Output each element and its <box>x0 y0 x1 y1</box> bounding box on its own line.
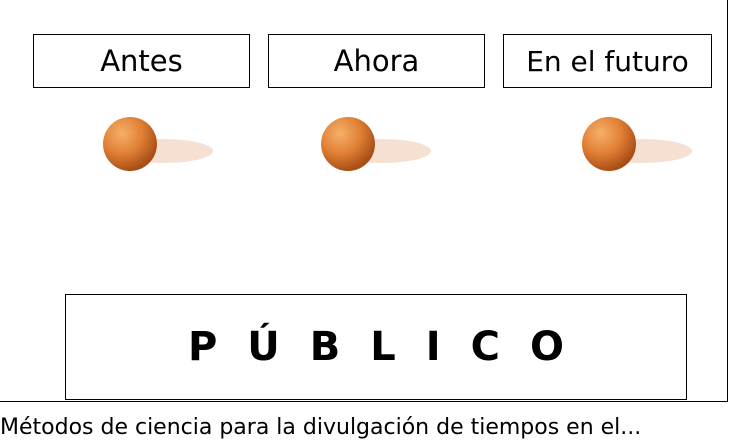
diagram-frame: Antes Ahora En el futuro PÚBLICO <box>0 0 728 402</box>
label-ahora: Ahora <box>268 34 485 88</box>
label-antes-text: Antes <box>100 44 183 78</box>
ball-antes <box>103 117 213 171</box>
publico-box: PÚBLICO <box>65 294 687 400</box>
ball-futuro <box>582 117 692 171</box>
ball <box>103 117 157 171</box>
label-antes: Antes <box>33 34 250 88</box>
label-en-el-futuro: En el futuro <box>503 34 712 88</box>
caption-text: Métodos de ciencia para la divulgación d… <box>0 415 642 440</box>
publico-text: PÚBLICO <box>187 324 594 370</box>
ball <box>321 117 375 171</box>
ball-ahora <box>321 117 431 171</box>
label-ahora-text: Ahora <box>333 44 420 78</box>
label-futuro-text: En el futuro <box>526 44 689 78</box>
ball <box>582 117 636 171</box>
